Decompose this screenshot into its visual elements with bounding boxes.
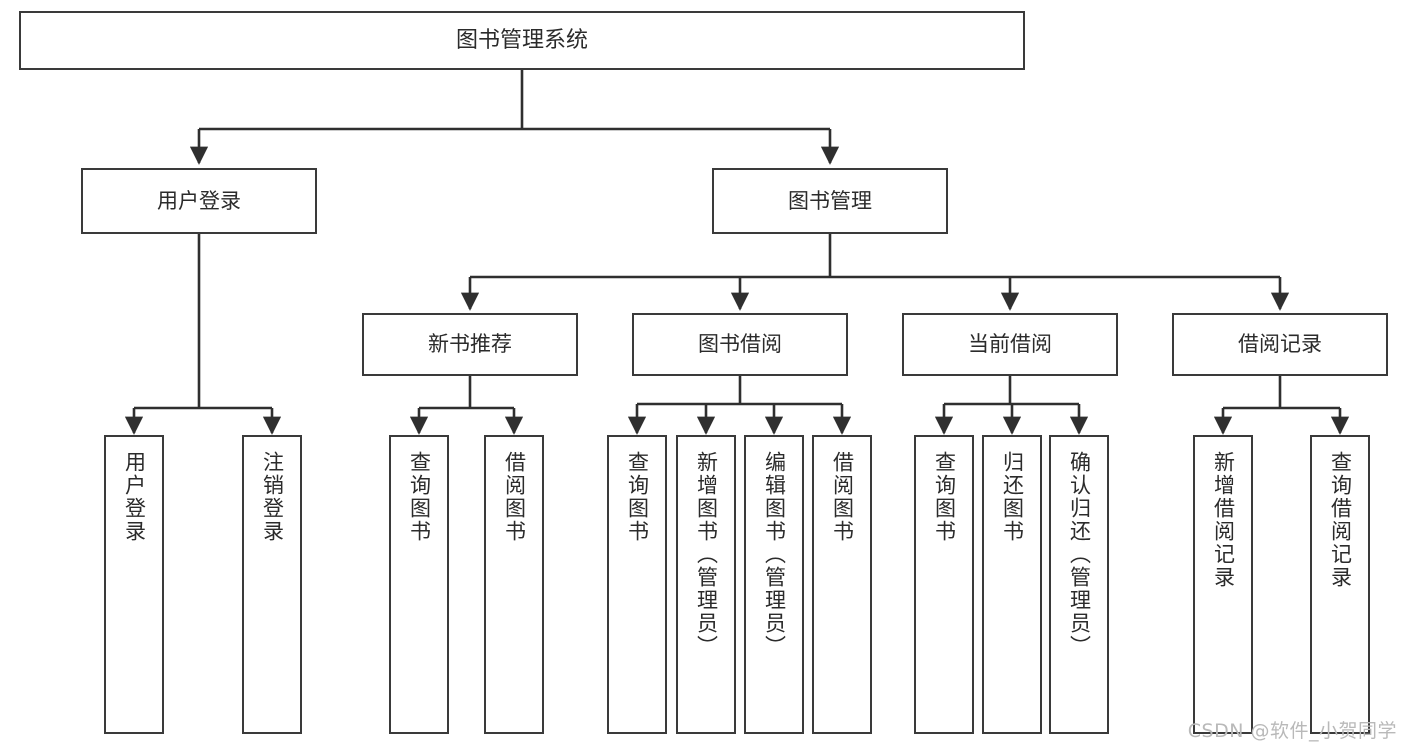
leaf-book-borrow-query-book[interactable]: 查询图书: [607, 435, 667, 734]
leaf-book-borrow-edit-book-admin[interactable]: 编辑图书（管理员）: [744, 435, 804, 734]
csdn-watermark: CSDN @软件_小贺同学: [1187, 720, 1397, 742]
node-label: 用户登录: [122, 451, 147, 543]
node-book-management[interactable]: 图书管理: [712, 168, 948, 234]
leaf-current-borrow-confirm-return-admin[interactable]: 确认归还（管理员）: [1049, 435, 1109, 734]
node-new-book-recommend[interactable]: 新书推荐: [362, 313, 578, 376]
node-label: 图书借阅: [698, 332, 782, 357]
node-label: 新增借阅记录: [1211, 451, 1236, 589]
node-label: 图书管理: [788, 188, 872, 213]
node-label: 注销登录: [260, 451, 285, 543]
node-user-login[interactable]: 用户登录: [81, 168, 317, 234]
node-book-borrow[interactable]: 图书借阅: [632, 313, 848, 376]
leaf-new-book-query-book[interactable]: 查询图书: [389, 435, 449, 734]
node-label: 借阅图书: [830, 451, 855, 543]
node-current-borrow[interactable]: 当前借阅: [902, 313, 1118, 376]
node-label: 当前借阅: [968, 332, 1052, 357]
node-label: 用户登录: [157, 188, 241, 213]
node-root-book-management-system[interactable]: 图书管理系统: [19, 11, 1025, 70]
leaf-current-borrow-return-book[interactable]: 归还图书: [982, 435, 1042, 734]
leaf-current-borrow-query-book[interactable]: 查询图书: [914, 435, 974, 734]
leaf-borrow-record-add-record[interactable]: 新增借阅记录: [1193, 435, 1253, 734]
node-label: 查询图书: [407, 451, 432, 543]
node-borrow-record[interactable]: 借阅记录: [1172, 313, 1388, 376]
node-label: 确认归还（管理员）: [1067, 451, 1092, 658]
leaf-user-login-logout[interactable]: 注销登录: [242, 435, 302, 734]
node-label: 归还图书: [1000, 451, 1025, 543]
leaf-book-borrow-add-book-admin[interactable]: 新增图书（管理员）: [676, 435, 736, 734]
leaf-book-borrow-borrow-book[interactable]: 借阅图书: [812, 435, 872, 734]
leaf-borrow-record-query-record[interactable]: 查询借阅记录: [1310, 435, 1370, 734]
leaf-user-login-login[interactable]: 用户登录: [104, 435, 164, 734]
node-label: 新书推荐: [428, 332, 512, 357]
node-label: 借阅图书: [502, 451, 527, 543]
node-label: 查询借阅记录: [1328, 451, 1353, 589]
node-label: 查询图书: [932, 451, 957, 543]
node-label: 新增图书（管理员）: [694, 451, 719, 658]
node-label: 借阅记录: [1238, 332, 1322, 357]
node-label: 查询图书: [625, 451, 650, 543]
node-label: 编辑图书（管理员）: [762, 451, 787, 658]
leaf-new-book-borrow-book[interactable]: 借阅图书: [484, 435, 544, 734]
node-label: 图书管理系统: [455, 27, 588, 53]
